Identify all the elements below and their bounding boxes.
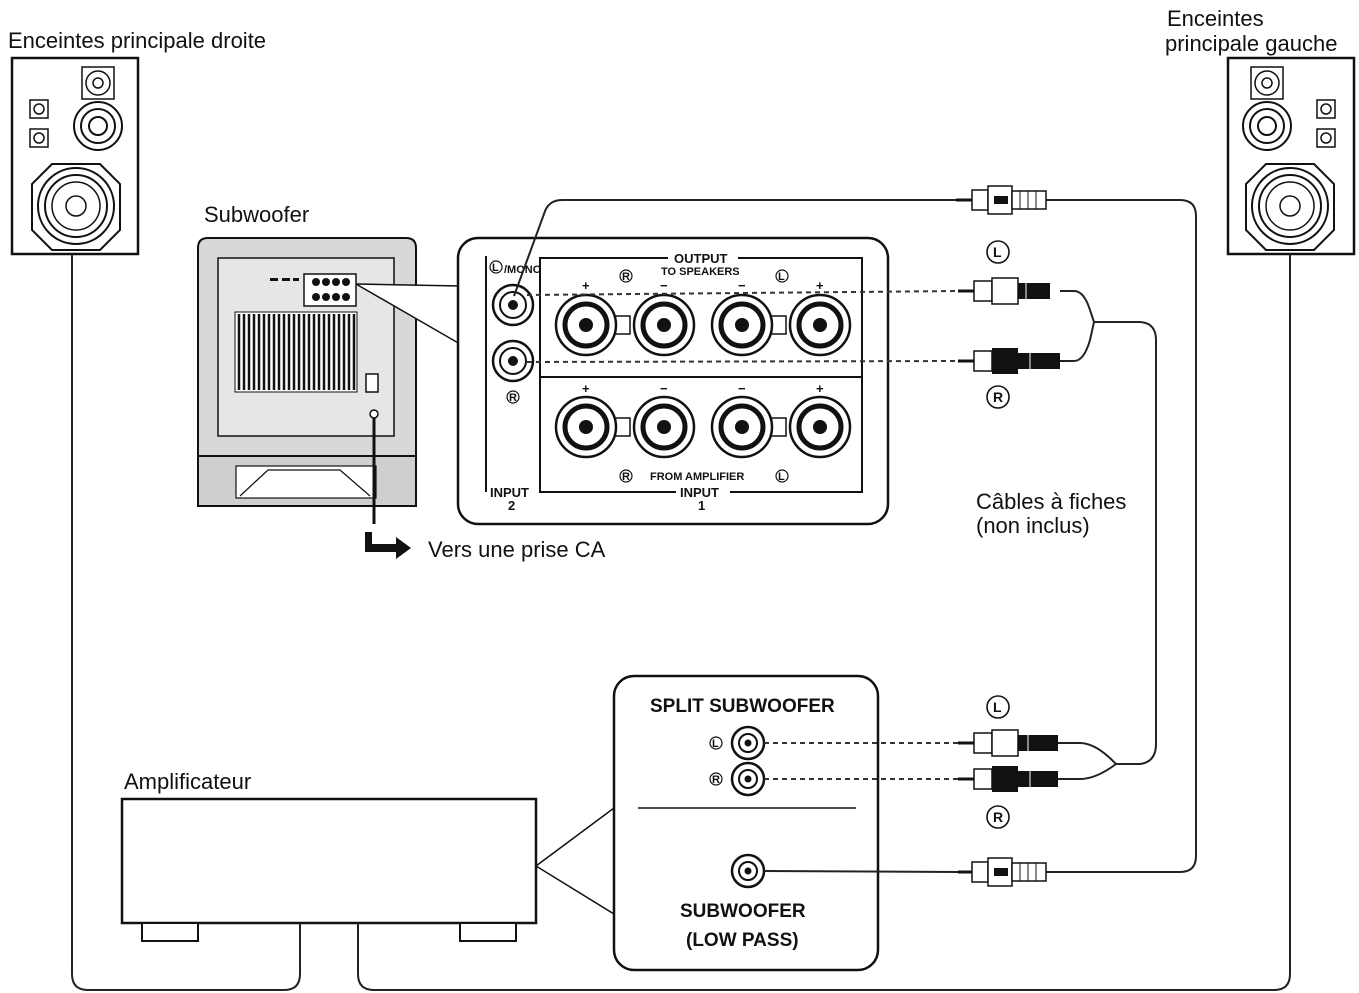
rca-plug-sub-right xyxy=(958,348,1060,374)
in-r-letter: R xyxy=(622,471,630,483)
to-speakers-label: TO SPEAKERS xyxy=(661,266,740,278)
plug-top-r-letter: R xyxy=(993,389,1003,405)
out-plus-1: + xyxy=(582,278,590,293)
in-plus-1: + xyxy=(582,381,590,396)
left-speaker-label-line2: principale gauche xyxy=(1165,31,1337,56)
out-minus-1: − xyxy=(660,278,668,293)
split-right-jack xyxy=(730,761,766,797)
plug-bottom-l-letter: L xyxy=(993,699,1002,715)
in-l-letter: L xyxy=(778,471,785,483)
input1-number: 1 xyxy=(698,498,705,513)
in-minus-2: − xyxy=(738,381,746,396)
split-subwoofer-label: SPLIT SUBWOOFER xyxy=(650,696,835,717)
right-main-speaker xyxy=(10,56,140,256)
input1-label: INPUT xyxy=(680,485,719,500)
left-speaker-wire xyxy=(357,254,1291,991)
vent-grille xyxy=(234,311,358,393)
left-main-speaker xyxy=(1226,56,1356,256)
cables-label-line2: (non inclus) xyxy=(976,513,1090,538)
subwoofer-cabinet xyxy=(197,237,417,524)
split-l-letter: L xyxy=(712,738,719,750)
subwoofer-low-pass-jack xyxy=(730,853,766,889)
plug-bottom-r-letter: R xyxy=(993,809,1003,825)
split-r-letter: R xyxy=(712,774,720,786)
amplifier-unit xyxy=(120,797,538,942)
out-minus-2: − xyxy=(738,278,746,293)
amplifier-label: Amplificateur xyxy=(124,769,251,794)
rca-plug-sub-left xyxy=(958,277,1050,305)
input2-number: 2 xyxy=(508,498,515,513)
left-speaker-label-line1: Enceintes xyxy=(1167,6,1264,31)
out-plus-2: + xyxy=(816,278,824,293)
output-label: OUTPUT xyxy=(674,251,728,266)
input1-terminals xyxy=(554,395,852,459)
input2-left-mono-jack xyxy=(491,283,535,327)
right-speaker-label: Enceintes principale droite xyxy=(8,28,266,53)
from-amplifier-label: FROM AMPLIFIER xyxy=(650,471,744,483)
input2-r-letter: R xyxy=(509,392,517,404)
ac-outlet-arrow xyxy=(365,532,411,559)
in-plus-2: + xyxy=(816,381,824,396)
rca-plug-low-pass xyxy=(958,857,1047,887)
rca-plug-amp-right xyxy=(958,766,1058,792)
cables-label-line1: Câbles à fiches xyxy=(976,489,1126,514)
split-left-jack xyxy=(730,725,766,761)
subwoofer-low-pass-label-1: SUBWOOFER xyxy=(680,901,806,922)
plug-top-l-letter: L xyxy=(993,244,1002,260)
rca-plug-mono-top xyxy=(956,185,1047,215)
input2-label: INPUT xyxy=(490,485,529,500)
output-terminals xyxy=(554,293,852,357)
right-speaker-wire xyxy=(71,254,301,991)
in-minus-1: − xyxy=(660,381,668,396)
rca-plug-amp-left xyxy=(958,729,1058,757)
out-l-letter: L xyxy=(778,271,785,283)
amplifier-rear-panel: SPLIT SUBWOOFER L R SUBWOOFER (LOW PASS) xyxy=(612,674,880,972)
mono-l-letter: L xyxy=(492,262,499,274)
subwoofer-low-pass-label-2: (LOW PASS) xyxy=(686,930,799,951)
subwoofer-rear-panel: L /MONO R OUTPUT TO SPEAKERS R L + − − + xyxy=(456,236,890,526)
ac-outlet-label: Vers une prise CA xyxy=(428,537,606,562)
input2-right-jack xyxy=(491,339,535,383)
subwoofer-label: Subwoofer xyxy=(204,202,309,227)
out-r-letter: R xyxy=(622,271,630,283)
